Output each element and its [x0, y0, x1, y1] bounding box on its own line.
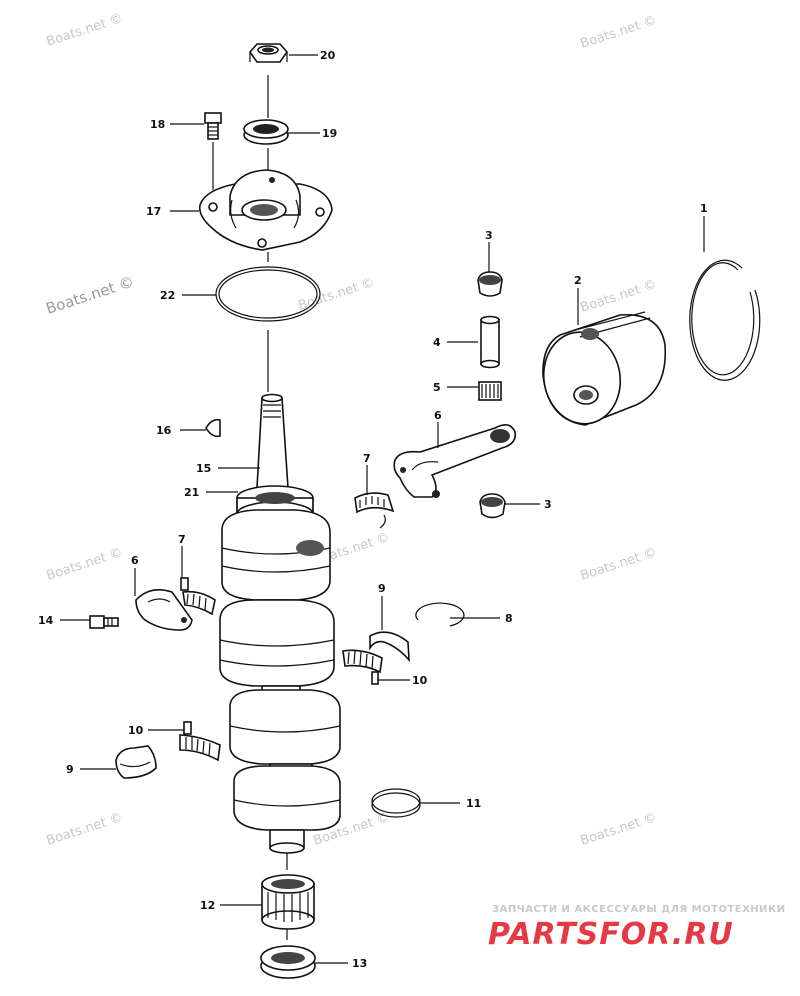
brand-logo: PARTSFOR.RU: [488, 917, 734, 952]
callout-3-top: 3: [485, 229, 493, 242]
callout-22: 22: [160, 289, 175, 302]
part-6-connecting-rod: [393, 424, 517, 498]
callout-13: 13: [352, 957, 367, 970]
callout-10-left: 10: [128, 724, 144, 737]
part-13-seal: [260, 945, 316, 979]
part-15-crankshaft: [219, 393, 341, 854]
part-22-o-ring: [215, 266, 321, 322]
callout-16: 16: [156, 424, 172, 437]
callout-18: 18: [150, 118, 165, 131]
callout-14: 14: [38, 614, 54, 627]
part-7-bearing-left: [180, 577, 216, 616]
callout-21: 21: [184, 486, 199, 499]
watermark: Boats.net ©: [45, 11, 125, 50]
part-4-piston-pin: [480, 315, 500, 369]
part-16-key: [205, 418, 221, 438]
part-19-seal: [243, 119, 289, 145]
part-7-bearing-upper: [354, 492, 395, 529]
callout-19: 19: [322, 127, 337, 140]
watermark: Boats.net ©: [44, 272, 137, 317]
callout-8: 8: [505, 612, 513, 625]
leader-lines: [60, 54, 705, 964]
watermark: Boats.net ©: [579, 545, 659, 584]
part-9-bearing-half-right: [369, 631, 410, 663]
part-1-piston-ring: [689, 259, 761, 381]
callout-labels: 20 19 18 17 22 1 2 3 4 5 6 3 7 16 15 21 …: [38, 49, 708, 970]
callout-9-left: 9: [66, 763, 74, 776]
part-3-retainer-top: [477, 271, 503, 297]
callout-7-left: 7: [178, 533, 186, 546]
part-17-housing: [198, 169, 333, 251]
part-20-nut: [248, 43, 289, 63]
callout-11: 11: [466, 797, 481, 810]
callout-6-rod: 6: [434, 409, 442, 422]
part-12-roller-bearing: [261, 874, 315, 930]
part-2-piston: [542, 311, 667, 426]
watermark: Boats.net ©: [579, 277, 659, 316]
callout-4: 4: [433, 336, 441, 349]
watermark: Boats.net ©: [579, 810, 659, 849]
part-3-retainer-bottom: [479, 493, 506, 519]
callout-12: 12: [200, 899, 215, 912]
part-11-ring: [371, 788, 421, 818]
callout-1: 1: [700, 202, 708, 215]
callout-20: 20: [320, 49, 336, 62]
callout-3-bottom: 3: [544, 498, 552, 511]
callout-5: 5: [433, 381, 441, 394]
part-8-snap-ring: [415, 602, 465, 627]
callout-9-right: 9: [378, 582, 386, 595]
callout-10-right: 10: [412, 674, 428, 687]
watermark: Boats.net ©: [579, 13, 659, 52]
part-10-bearing-left: [179, 721, 221, 762]
watermark: Boats.net ©: [45, 545, 125, 584]
callout-7-upper: 7: [363, 452, 371, 465]
part-9-bearing-half-left: [115, 745, 157, 779]
part-14-screw: [89, 615, 119, 629]
part-5-needle-bearing: [478, 381, 502, 401]
part-10-bearing-right: [342, 649, 383, 685]
callout-6-left: 6: [131, 554, 139, 567]
brand-watermark: ЗАПЧАСТИ И АКСЕССУАРЫ ДЛЯ МОТОТЕХНИКИ PA…: [488, 904, 786, 952]
callout-17: 17: [146, 205, 161, 218]
callout-15: 15: [196, 462, 211, 475]
callout-2: 2: [574, 274, 582, 287]
brand-tagline: ЗАПЧАСТИ И АКСЕССУАРЫ ДЛЯ МОТОТЕХНИКИ: [492, 904, 786, 915]
watermark: Boats.net ©: [45, 810, 125, 849]
part-6-bearing-half: [135, 589, 193, 631]
part-18-bolt: [204, 112, 222, 140]
